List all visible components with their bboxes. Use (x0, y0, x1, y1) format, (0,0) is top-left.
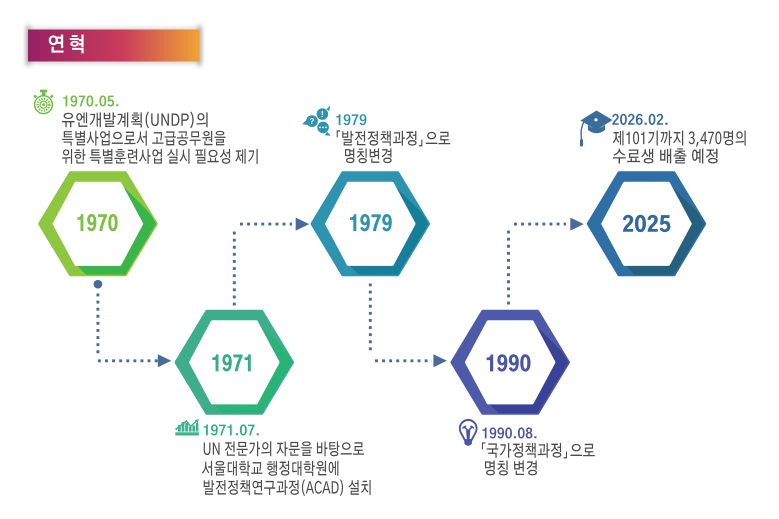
svg-text:!: ! (321, 110, 324, 119)
svg-text:?: ? (310, 117, 315, 126)
